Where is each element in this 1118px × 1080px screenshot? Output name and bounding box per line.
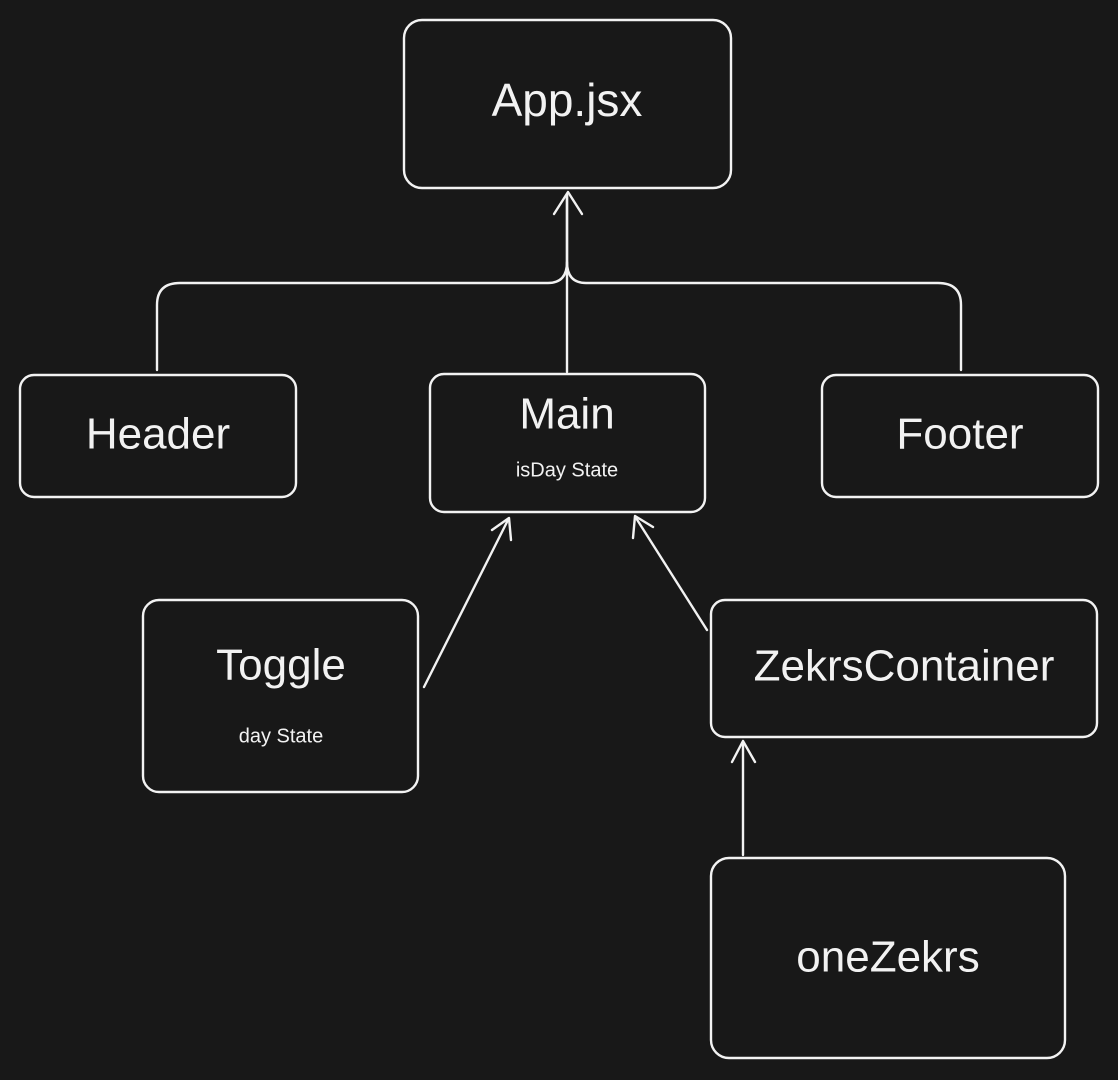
node-main-subtitle: isDay State bbox=[516, 459, 618, 481]
node-toggle-subtitle: day State bbox=[239, 725, 324, 747]
node-app-title: App.jsx bbox=[492, 74, 643, 126]
node-app: App.jsx bbox=[402, 18, 733, 190]
arrowhead-toggle-main bbox=[490, 516, 513, 542]
node-header: Header bbox=[18, 373, 298, 499]
node-one-zekrs-box bbox=[709, 856, 1067, 1060]
edge-footer-to-app bbox=[565, 260, 963, 372]
arrowhead-app bbox=[552, 190, 584, 216]
node-one-zekrs-title: oneZekrs bbox=[796, 933, 979, 982]
node-header-title: Header bbox=[86, 410, 230, 459]
node-one-zekrs: oneZekrs bbox=[709, 856, 1067, 1060]
node-main: Main isDay State bbox=[428, 372, 707, 514]
node-app-box bbox=[402, 18, 733, 190]
node-footer: Footer bbox=[820, 373, 1100, 499]
arrowhead-zekrscontainer-main bbox=[631, 514, 655, 540]
node-toggle: Toggle day State bbox=[141, 598, 420, 794]
node-toggle-box bbox=[141, 598, 420, 794]
node-main-box bbox=[428, 372, 707, 514]
edges bbox=[155, 190, 963, 857]
edge-zekrscontainer-to-main bbox=[634, 516, 709, 632]
node-zekrs-container-box bbox=[709, 598, 1099, 739]
node-zekrs-container-title: ZekrsContainer bbox=[754, 642, 1055, 691]
node-header-box bbox=[18, 373, 298, 499]
edge-header-to-app bbox=[155, 193, 569, 372]
node-main-title: Main bbox=[519, 390, 614, 439]
node-toggle-title: Toggle bbox=[216, 641, 346, 690]
edge-toggle-to-main bbox=[422, 518, 510, 689]
node-zekrs-container: ZekrsContainer bbox=[709, 598, 1099, 739]
node-footer-title: Footer bbox=[896, 410, 1023, 459]
arrowhead-onezekrs-zekrscontainer bbox=[730, 739, 757, 764]
node-footer-box bbox=[820, 373, 1100, 499]
